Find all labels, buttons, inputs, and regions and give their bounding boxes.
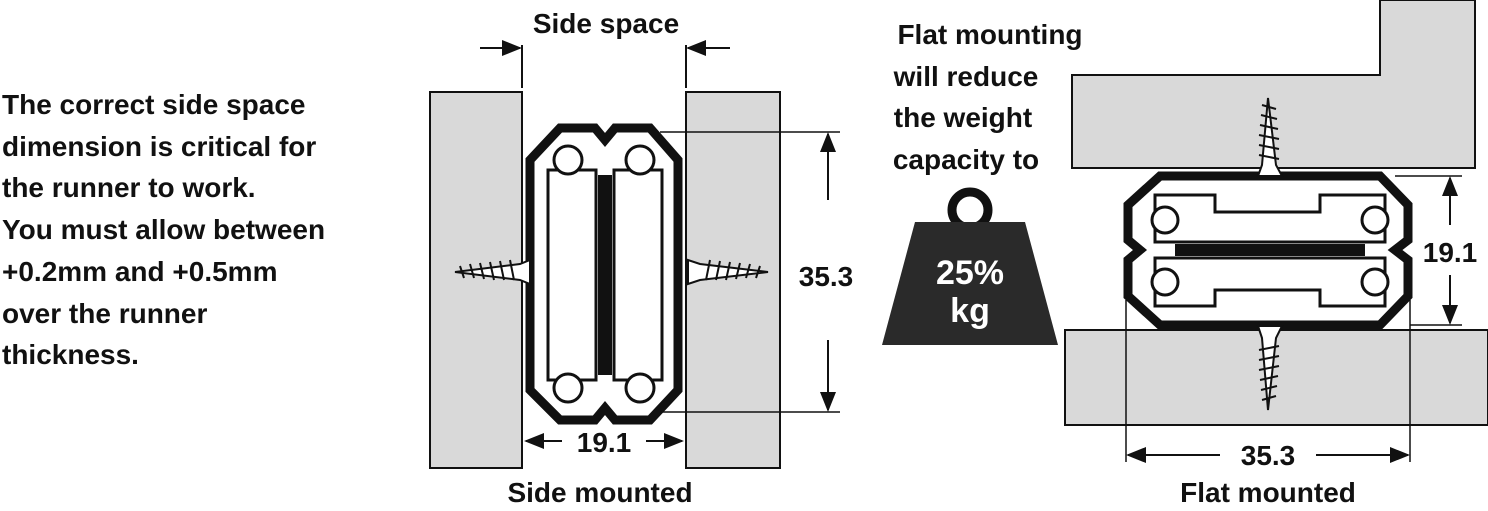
flat-mounted-diagram: Flat mounting will reduce the weight cap… <box>882 0 1488 508</box>
flat-note-line: capacity to <box>893 144 1039 175</box>
screw-icon <box>1256 97 1284 177</box>
runner-flat-profile <box>1123 171 1413 330</box>
weight-icon: 25% kg <box>882 187 1058 345</box>
weight-percent: 25% <box>936 254 1004 292</box>
drawer-bottom-panel <box>1071 0 1476 169</box>
side-width-dimension: 19.1 <box>577 427 632 458</box>
note-line: over the runner <box>2 297 208 329</box>
left-cabinet-panel <box>429 91 523 469</box>
side-space-title: Side space <box>533 8 679 39</box>
flat-note-line: Flat mounting <box>897 19 1082 50</box>
note-line: thickness. <box>2 339 139 371</box>
flat-note-line: the weight <box>894 102 1032 133</box>
note-line: You must allow between <box>2 214 326 246</box>
flat-height-dimension: 19.1 <box>1423 237 1478 268</box>
note-line: the runner to work. <box>2 172 256 204</box>
screw-icon <box>1256 325 1284 411</box>
screw-icon <box>687 258 769 286</box>
side-mounted-caption: Side mounted <box>507 477 692 508</box>
note-line: The correct side space <box>2 89 306 120</box>
note-line: dimension is critical for <box>2 130 317 162</box>
runner-side-profile <box>525 123 683 425</box>
flat-width-dimension: 35.3 <box>1241 440 1296 471</box>
side-height-dimension: 35.3 <box>799 261 854 292</box>
side-space-note: The correct side space dimension is crit… <box>2 84 325 376</box>
screw-icon <box>454 258 531 286</box>
weight-unit: kg <box>950 292 990 330</box>
cabinet-bottom-panel <box>1064 329 1488 426</box>
flat-mounted-caption: Flat mounted <box>1180 477 1356 508</box>
side-mounted-diagram: Side space 35. <box>429 8 854 508</box>
flat-note-line: will reduce <box>893 61 1039 92</box>
note-line: +0.2mm and +0.5mm <box>2 255 278 287</box>
